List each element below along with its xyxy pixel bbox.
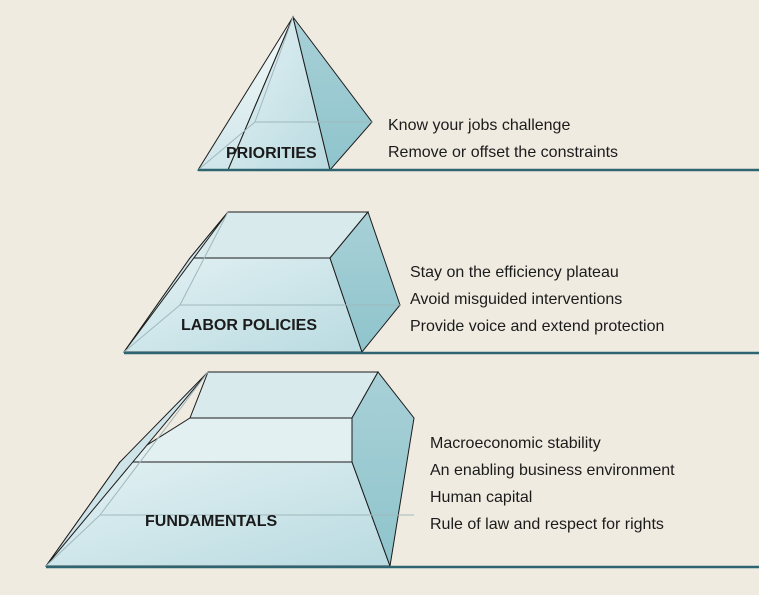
labor-policies-label: LABOR POLICIES [181, 317, 318, 334]
fundamentals-top-band [118, 417, 353, 463]
labor-policies-item: Provide voice and extend protection [410, 318, 665, 335]
fundamentals-items: Macroeconomic stability An enabling busi… [430, 430, 675, 538]
labor-left-face [123, 211, 229, 353]
labor-policies-item: Avoid misguided interventions [410, 291, 623, 308]
fundamentals-label: FUNDAMENTALS [145, 513, 278, 530]
labor-policies-item: Stay on the efficiency plateau [410, 264, 619, 281]
priorities-right-face [292, 16, 373, 172]
fundamentals-left-face [45, 371, 209, 567]
fundamentals-item: Human capital [430, 489, 533, 506]
priorities-back-ridge [254, 16, 294, 123]
labor-back-ridge [179, 211, 229, 306]
labor-policies-items: Stay on the efficiency plateau Avoid mis… [410, 259, 664, 340]
priorities-items: Know your jobs challenge Remove or offse… [388, 112, 618, 166]
fundamentals-right-face [351, 371, 415, 568]
fundamentals-item: Macroeconomic stability [430, 435, 601, 452]
priorities-item: Know your jobs challenge [388, 117, 571, 134]
fundamentals-item: Rule of law and respect for rights [430, 516, 664, 533]
fundamentals-back-ridge [99, 371, 209, 516]
priorities-item: Remove or offset the constraints [388, 144, 619, 161]
labor-policies-frustum [123, 210, 401, 354]
fundamentals-item: An enabling business environment [430, 462, 675, 479]
priorities-pyramid [197, 15, 373, 172]
priorities-label: PRIORITIES [226, 145, 317, 162]
fundamentals-top-face [189, 371, 379, 419]
fundamentals-frustum [45, 371, 415, 568]
